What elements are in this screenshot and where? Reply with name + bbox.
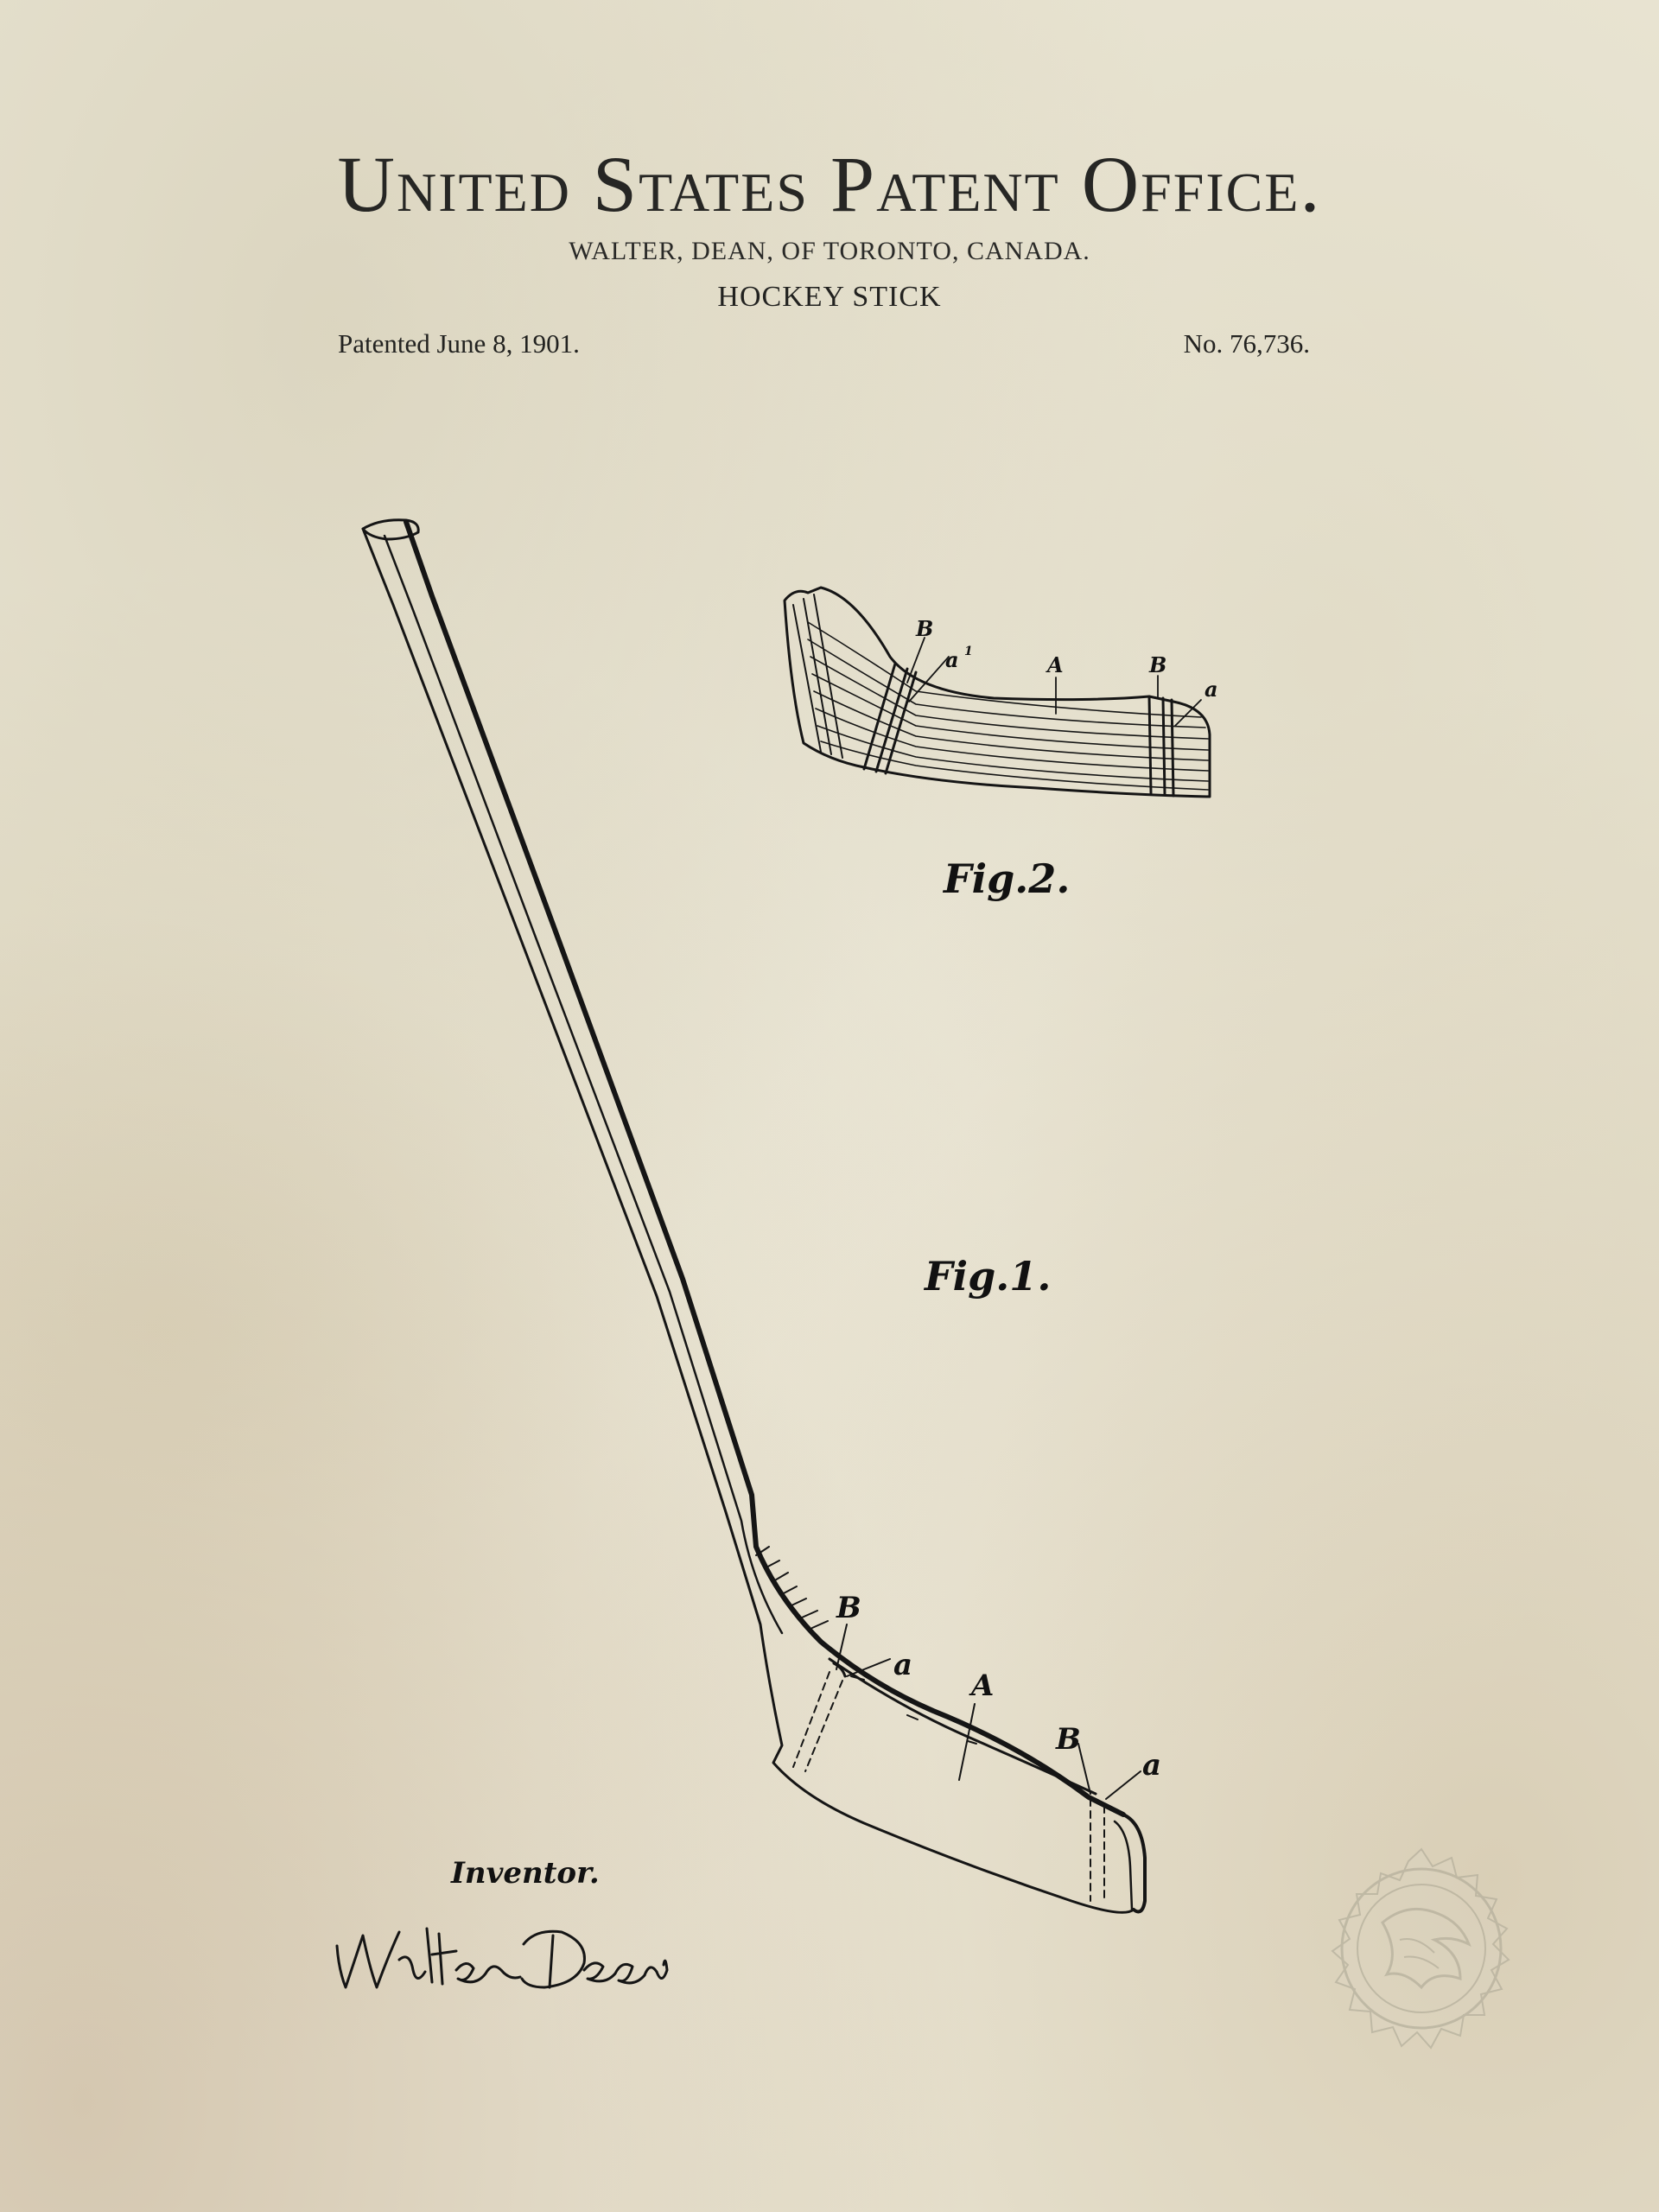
fig2-label: Fig.2. [944,855,1071,902]
fig1-ref-b-left: B [836,1591,861,1625]
patent-number: No. 76,736. [1183,328,1310,359]
inventor-signature [335,1927,669,1989]
fig2-ref-a1-superscript: 1 [964,645,973,658]
inventor-label: Inventor. [451,1856,600,1891]
fig2-ref-a-right: a [1205,677,1218,702]
fig2-blade-detail-drawing [783,586,1211,798]
patented-date: Patented June 8, 1901. [338,328,580,359]
fig1-ref-b-right: B [1055,1722,1081,1757]
fig2-ref-b-right: B [1148,652,1166,677]
fig2-ref-a1: a [945,647,959,672]
fig2-ref-b-left: B [915,616,933,641]
fig1-hockey-stick-drawing [361,518,1147,1914]
fig2-ref-a-main: A [1046,652,1064,677]
fig1-ref-a-main: A [969,1669,994,1703]
fig1-label: Fig.1. [925,1253,1052,1300]
inventor-line: WALTER, DEAN, OF TORONTO, CANADA. [569,237,1090,265]
invention-title: HOCKEY STICK [717,281,942,313]
eagle-seal-icon [1331,1847,1510,2050]
office-title: United States Patent Office. [337,140,1322,228]
fig1-ref-a-right: a [1142,1748,1161,1783]
fig1-ref-a-left: a [893,1648,912,1682]
